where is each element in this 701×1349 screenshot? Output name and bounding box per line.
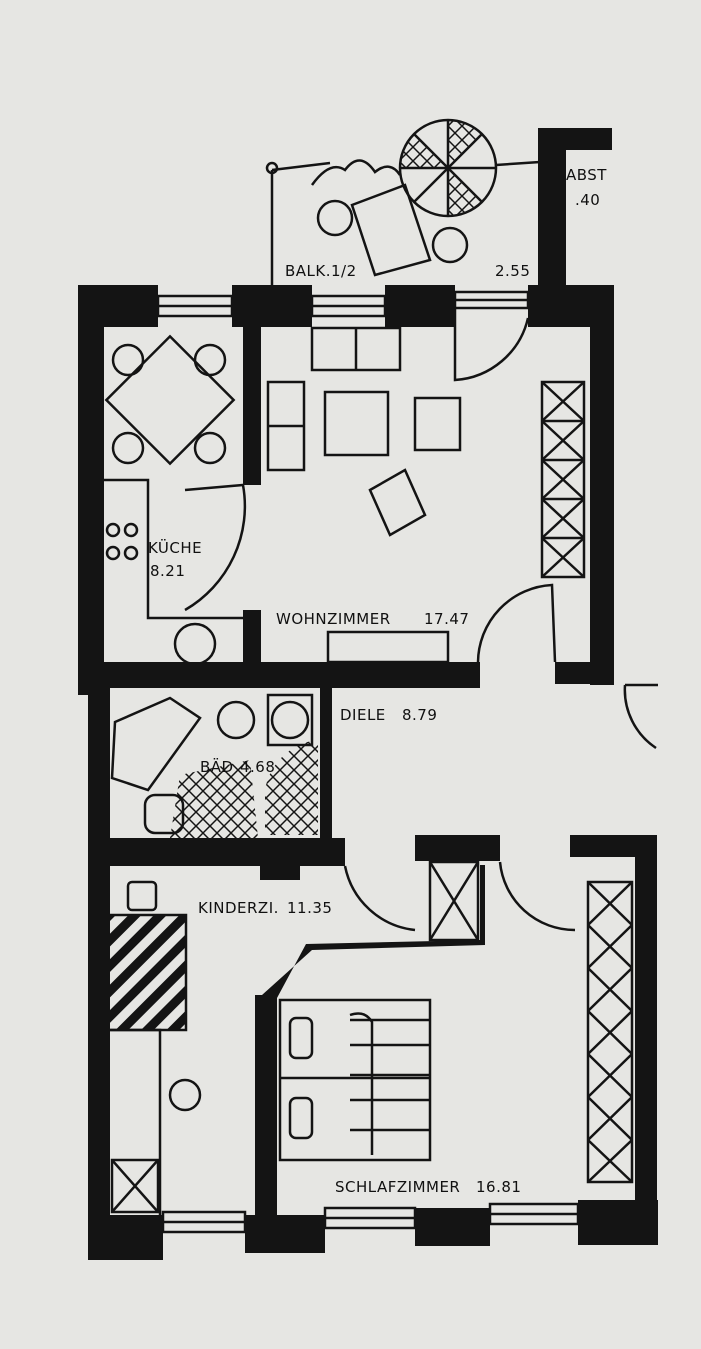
- pillow-icon: [288, 1096, 314, 1140]
- cabinet-icon: [540, 380, 586, 579]
- diele-elements: [623, 683, 658, 750]
- stove-burner-icon: [105, 545, 121, 561]
- double-bed-icon: [278, 998, 432, 1162]
- room-labels: BALK.1/2 2.55 ABST .40 KÜCHE 8.21 WOHNZI…: [148, 166, 607, 1196]
- door-kueche-icon: [184, 483, 247, 612]
- window-kinder-icon: [161, 1210, 247, 1234]
- bad-area: 4.68: [240, 758, 275, 776]
- chair-icon: [193, 343, 227, 377]
- diele-area: 8.79: [402, 706, 437, 724]
- nightstand-icon: [126, 880, 158, 912]
- parasol-icon: [398, 118, 541, 218]
- chair-icon: [111, 431, 145, 465]
- door-schlaf-icon: [498, 861, 576, 932]
- balcony-chair-icon: [316, 199, 354, 237]
- balkon-area: 2.55: [495, 262, 530, 280]
- armchair-icon: [413, 396, 462, 452]
- dining-table-icon: [104, 334, 236, 466]
- kueche-name: KÜCHE: [148, 538, 202, 557]
- window-schlaf-1-icon: [323, 1206, 417, 1230]
- abstell-area: .40: [575, 191, 600, 209]
- schlafzimmer-area: 16.81: [476, 1178, 521, 1196]
- chair-icon: [111, 343, 145, 377]
- bad-name: BÄD: [200, 757, 234, 776]
- chair-kinder-icon: [168, 1078, 202, 1112]
- entrance-door-icon: [623, 683, 658, 750]
- schlafzimmer-name: SCHLAFZIMMER: [335, 1178, 460, 1196]
- sink-icon: [173, 622, 217, 666]
- kitchen-furniture: [104, 334, 247, 666]
- interior-walls: [100, 325, 500, 1220]
- door-balkon-icon: [453, 308, 530, 382]
- stove-burner-icon: [123, 522, 139, 538]
- kinderzimmer-area: 11.35: [287, 899, 332, 917]
- pillow-icon: [288, 1016, 314, 1060]
- coffee-table-icon: [323, 390, 390, 457]
- armchair-icon-2: [368, 468, 427, 537]
- wardrobe-icon: [586, 880, 634, 1184]
- window-wohn-icon: [310, 294, 387, 318]
- balkon-name: BALK.1/2: [285, 262, 357, 280]
- bathtub-icon: [110, 696, 202, 792]
- door-kinder-icon: [343, 865, 416, 932]
- washbasin-icon: [216, 700, 256, 740]
- wohnzimmer-name: WOHNZIMMER: [276, 610, 391, 628]
- stove-burner-icon: [105, 522, 121, 538]
- wohnzimmer-area: 17.47: [424, 610, 469, 628]
- bath-furniture: [110, 693, 318, 838]
- kinderzimmer-name: KINDERZI.: [198, 899, 279, 917]
- kueche-area: 8.21: [150, 562, 185, 580]
- windows: [156, 290, 580, 1234]
- balcony-chair-icon-2: [431, 226, 469, 264]
- stove-burner-icon: [123, 545, 139, 561]
- balcony: [265, 118, 612, 286]
- window-kueche-icon: [156, 294, 234, 318]
- outer-walls: [78, 285, 658, 1260]
- kinder-furniture: [106, 865, 416, 1215]
- window-balkon-door-icon: [453, 290, 530, 310]
- living-furniture: [266, 308, 586, 664]
- toilet-icon: [270, 700, 310, 740]
- door-wohn-icon: [476, 583, 557, 663]
- window-schlaf-2-icon: [488, 1202, 580, 1226]
- diele-name: DIELE: [340, 706, 386, 724]
- schlaf-furniture: [278, 860, 634, 1184]
- chair-icon: [193, 431, 227, 465]
- abstell-name: ABST: [566, 166, 607, 184]
- bed-kinder-icon: [108, 915, 186, 1030]
